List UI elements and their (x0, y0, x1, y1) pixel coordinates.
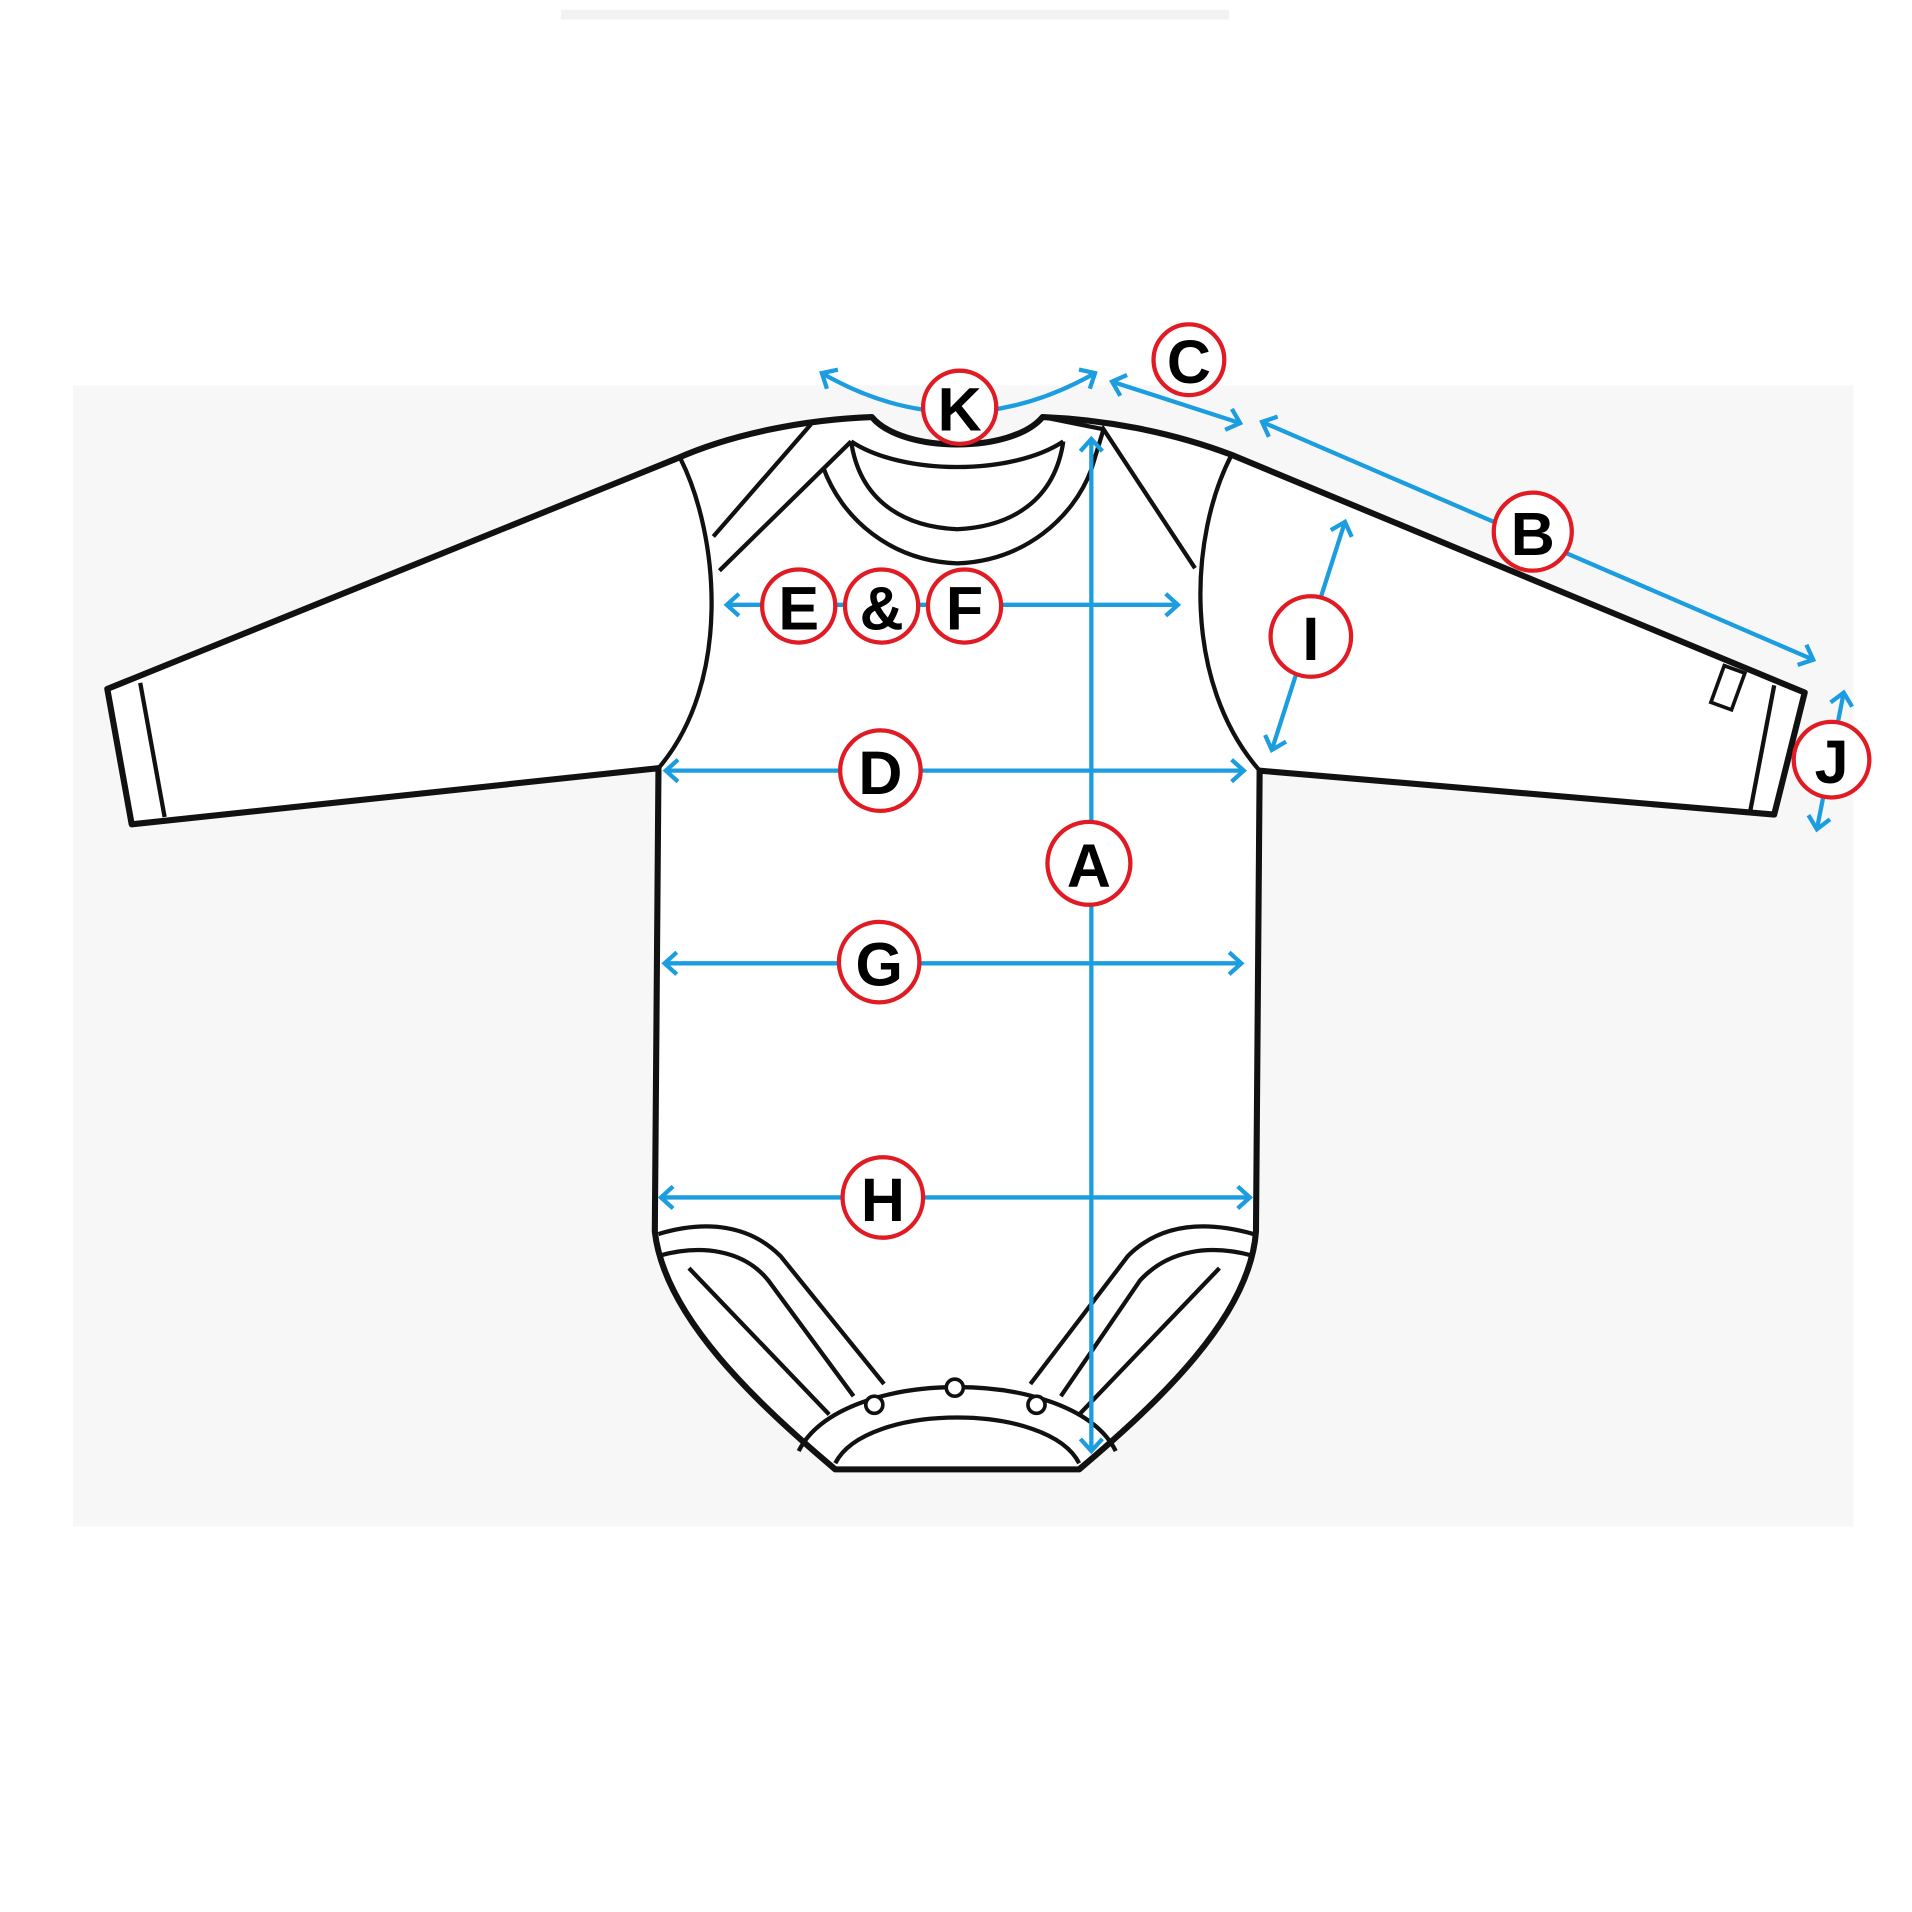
neck-binding (849, 439, 1065, 470)
label-a: A (1045, 819, 1133, 907)
bodysuit-outline (104, 413, 1808, 1473)
label-i-text: I (1302, 605, 1319, 673)
label-ampersand-text: & (860, 574, 904, 642)
neckline-inner (849, 441, 1066, 532)
label-c: C (1151, 322, 1227, 398)
label-j: J (1791, 719, 1872, 800)
label-f-text: F (946, 574, 983, 642)
label-h-text: H (861, 1166, 905, 1234)
envelope-overlap-left (711, 422, 1197, 570)
label-k: K (920, 368, 999, 446)
snap-button (944, 1377, 966, 1399)
label-e-text: E (778, 574, 819, 642)
cuff-right (1747, 684, 1777, 814)
label-j-text: J (1815, 728, 1849, 796)
snap-button (1026, 1394, 1047, 1416)
label-d-text: D (858, 739, 902, 807)
label-i: I (1268, 594, 1354, 679)
arrow-c-shoulder (1109, 373, 1244, 432)
label-a-text: A (1067, 832, 1111, 900)
label-b-text: B (1511, 500, 1555, 568)
label-g-text: G (855, 931, 902, 999)
cuff-left (138, 682, 167, 818)
leg-binding-left (657, 1224, 886, 1416)
label-h: H (840, 1155, 926, 1240)
label-ampersand: & (842, 567, 921, 645)
envelope-overlap-right (717, 414, 1104, 573)
label-g: G (836, 919, 922, 1005)
bodysuit-drawing (104, 413, 1808, 1473)
label-c-text: C (1167, 328, 1211, 396)
raglan-seam-left (656, 457, 714, 770)
label-e: E (759, 567, 838, 645)
label-f: F (925, 567, 1004, 645)
label-b: B (1491, 490, 1574, 573)
label-d: D (838, 728, 923, 814)
measurement-labels: K C B I E & F D A G H J (759, 322, 1872, 1240)
sleeve-tag (1708, 663, 1748, 713)
label-k-text: K (938, 376, 982, 444)
snap-button (863, 1394, 885, 1416)
raglan-seam-right (1198, 453, 1262, 773)
top-strip (560, 9, 1230, 20)
